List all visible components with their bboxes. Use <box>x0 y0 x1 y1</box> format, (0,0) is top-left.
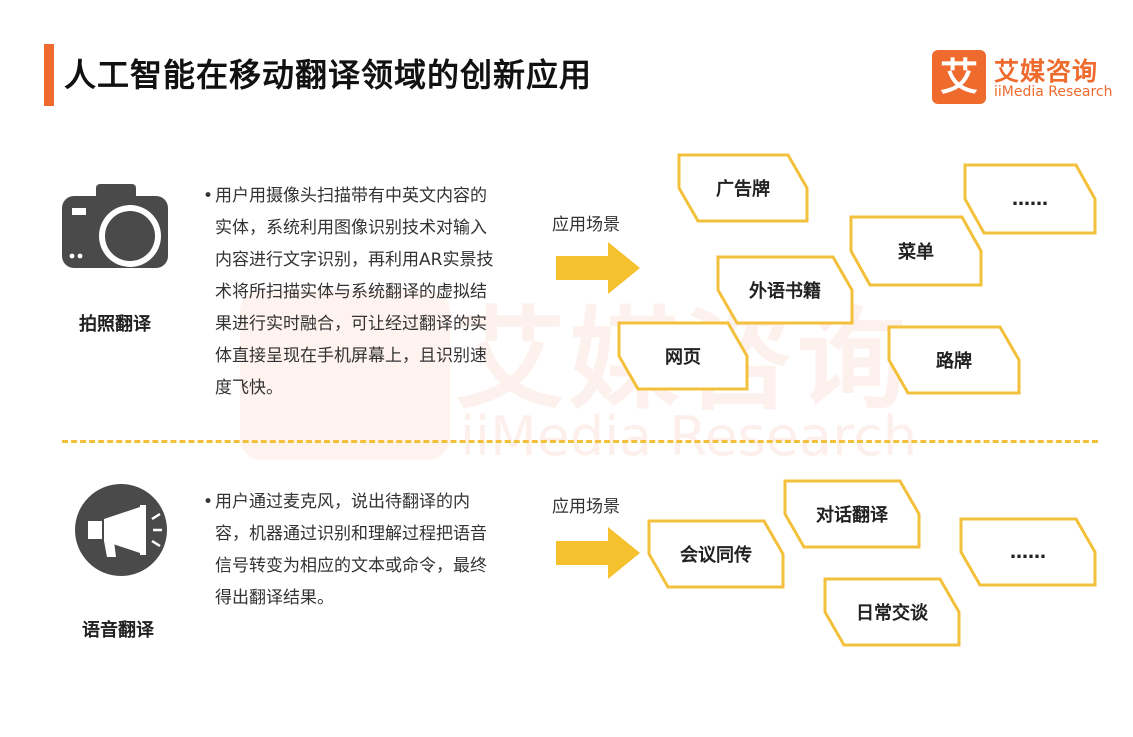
description-photo: • 用户用摄像头扫描带有中英文内容的 实体，系统利用图像识别技术对输入 内容进行… <box>203 180 535 404</box>
tag-label: 日常交谈 <box>856 603 928 624</box>
desc-line: 用户用摄像头扫描带有中英文内容的 <box>215 186 487 206</box>
tag-foreign-books: 外语书籍 <box>715 254 855 326</box>
desc-line: 术将所扫描实体与系统翻译的虚拟结 <box>215 282 487 302</box>
tag-label: 路牌 <box>936 351 972 372</box>
description-voice: • 用户通过麦克风，说出待翻译的内 容，机器通过识别和理解过程把语音 信号转变为… <box>203 486 535 614</box>
desc-line: 体直接呈现在手机屏幕上，且识别速 <box>215 346 487 366</box>
tag-billboard: 广告牌 <box>676 152 810 224</box>
tag-webpage: 网页 <box>616 320 750 392</box>
tag-label: …… <box>1010 541 1046 563</box>
section-divider <box>62 440 1098 443</box>
desc-line: 实体，系统利用图像识别技术对输入 <box>215 218 487 238</box>
tag-menu: 菜单 <box>848 214 984 288</box>
desc-line: 果进行实时融合，可让经过翻译的实 <box>215 314 487 334</box>
tag-label: 广告牌 <box>716 179 770 200</box>
brand-name-en: iiMedia Research <box>994 84 1113 100</box>
title-accent-bar <box>44 44 54 106</box>
tag-conference-interpreting: 会议同传 <box>646 518 786 590</box>
tag-more-photo: …… <box>962 162 1098 236</box>
tag-dialogue-translation: 对话翻译 <box>782 478 922 550</box>
tag-label: 菜单 <box>898 242 934 263</box>
scene-label-photo: 应用场景 <box>552 215 620 235</box>
tag-label: 对话翻译 <box>816 505 888 526</box>
arrow-right-icon <box>556 527 640 579</box>
bullet: • <box>203 492 214 512</box>
desc-line: 用户通过麦克风，说出待翻译的内 <box>215 492 470 512</box>
megaphone-icon <box>74 483 168 577</box>
section-label-photo: 拍照翻译 <box>79 314 151 335</box>
tag-daily-conversation: 日常交谈 <box>822 576 962 648</box>
watermark-text-en: iiMedia Research <box>460 405 918 468</box>
desc-line: 得出翻译结果。 <box>215 588 334 608</box>
tag-label: 网页 <box>665 347 701 368</box>
camera-icon <box>60 182 170 270</box>
desc-line: 内容进行文字识别，再利用AR实景技 <box>215 250 494 270</box>
brand-logo: 艾 艾媒咨询 iiMedia Research <box>932 50 1113 104</box>
tag-label: 会议同传 <box>680 545 752 566</box>
section-label-voice: 语音翻译 <box>82 620 154 641</box>
desc-line: 度飞快。 <box>215 378 283 398</box>
brand-name: 艾媒咨询 <box>994 57 1099 86</box>
tag-label: …… <box>1012 188 1048 210</box>
tag-road-sign: 路牌 <box>886 324 1022 396</box>
scene-label-voice: 应用场景 <box>552 497 620 517</box>
page-title: 人工智能在移动翻译领域的创新应用 <box>64 56 593 94</box>
brand-mark-icon: 艾 <box>932 50 986 104</box>
bullet: • <box>203 186 214 206</box>
desc-line: 容，机器通过识别和理解过程把语音 <box>215 524 487 544</box>
desc-line: 信号转变为相应的文本或命令，最终 <box>215 556 487 576</box>
tag-more-voice: …… <box>958 516 1098 588</box>
tag-label: 外语书籍 <box>749 281 821 302</box>
arrow-right-icon <box>556 242 640 294</box>
